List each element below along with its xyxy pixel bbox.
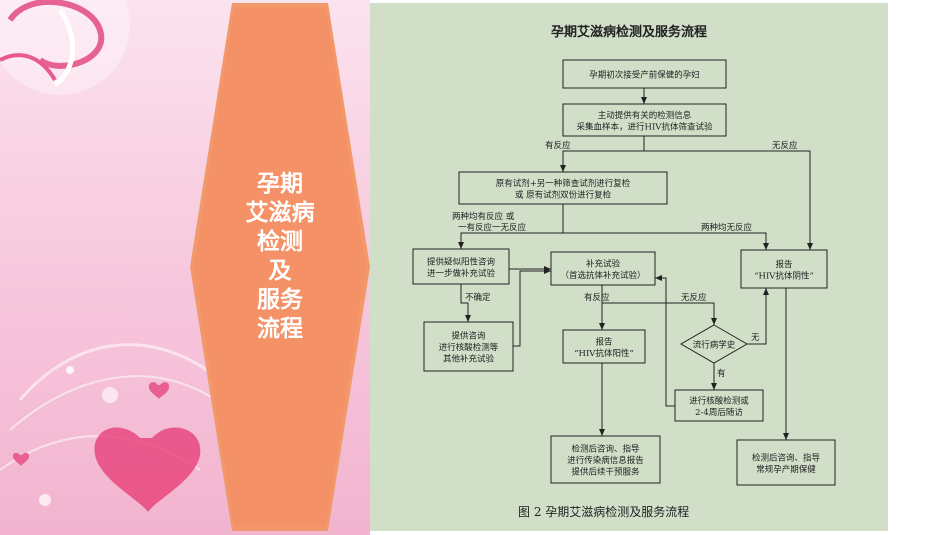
- edge-label-reactive: 有反应: [545, 140, 571, 151]
- diagram-caption: 图 2 孕期艾滋病检测及服务流程: [518, 504, 689, 519]
- node-text-line: 采集血样本，进行HIV抗体筛查试验: [577, 121, 713, 132]
- process-box: [412, 248, 510, 285]
- node-text-line: 其他补充试验: [443, 354, 495, 365]
- edge-label-both-or-one-line2: 一有反应一无反应: [458, 222, 527, 233]
- node-history: 流行病学史: [679, 324, 749, 364]
- flow-arrow: [655, 275, 675, 407]
- node-text-line: 进行核酸检测或: [689, 395, 749, 406]
- node-text-line: 报告: [775, 259, 792, 270]
- flow-arrow: [460, 284, 471, 322]
- slide-title: 孕期 艾滋病 检测 及 服务 流程: [218, 170, 342, 344]
- node-text-line: 主动提供有关的检测信息: [598, 110, 692, 121]
- ribbon-logo-icon: [7, 0, 105, 69]
- flowchart-diagram: 孕期艾滋病检测及服务流程 孕期初次接受产前保健的孕妇主动提供有关的检测信息采集血…: [412, 24, 836, 519]
- slide-title-line: 检测: [257, 229, 303, 255]
- node-text-line: 常规孕产期保健: [756, 464, 816, 475]
- process-box: [562, 329, 646, 364]
- edge-label-nonreactive: 无反应: [772, 140, 798, 151]
- node-text-line: （首选抗体补充试验）: [560, 270, 645, 281]
- flow-arrow: [560, 136, 645, 172]
- node-text-line: “HIV抗体阳性”: [574, 348, 634, 359]
- pink-decoration: [0, 0, 241, 512]
- heart-icon: [94, 427, 201, 512]
- edge-label-uncertain: 不确定: [465, 292, 491, 303]
- process-box: [550, 251, 656, 286]
- edge-label-both-none: 两种均无反应: [701, 222, 753, 233]
- node-report-neg: 报告“HIV抗体阴性”: [740, 249, 828, 289]
- edge-label-supp-reactive: 有反应: [584, 292, 610, 303]
- node-supplement: 补充试验（首选抗体补充试验）: [550, 251, 656, 286]
- node-text-line: “HIV抗体阴性”: [754, 270, 814, 281]
- flow-arrow: [644, 150, 813, 250]
- process-box: [423, 321, 514, 372]
- flow-arrow: [458, 204, 564, 249]
- node-text-line: 进行传染病信息报告: [567, 455, 644, 466]
- node-text-line: 检测后咨询、指导: [571, 444, 640, 455]
- node-text-line: 提供咨询: [451, 331, 485, 342]
- flow-arrow: [563, 232, 769, 250]
- slide-title-line: 流程: [257, 316, 303, 342]
- left-decorative-panel: 孕期 艾滋病 检测 及 服务 流程: [0, 0, 370, 535]
- process-box: [458, 171, 668, 205]
- node-text-line: 原有试剂+另一种筛查试剂进行复检: [496, 178, 631, 189]
- title-hexagon: [190, 3, 370, 531]
- node-text-line: 孕期初次接受产前保健的孕妇: [589, 70, 700, 81]
- node-start: 孕期初次接受产前保健的孕妇: [562, 59, 727, 89]
- node-text-line: 提供后续干预服务: [571, 467, 640, 478]
- edge-label-hist-yes: 有: [717, 368, 726, 379]
- node-report-pos: 报告“HIV抗体阳性”: [562, 329, 646, 364]
- slide-title-line: 及: [268, 258, 292, 284]
- node-text-line: 2-4周后随访: [695, 407, 743, 418]
- process-box: [562, 103, 727, 137]
- node-text-line: 进一步做补充试验: [427, 268, 496, 279]
- node-text-line: 或 原有试剂双份进行复检: [515, 189, 612, 200]
- edge-label-supp-nonreactive: 无反应: [681, 292, 707, 303]
- process-box: [740, 249, 828, 289]
- slide-title-line: 艾滋病: [245, 200, 315, 226]
- node-text-line: 进行核酸检测等: [439, 342, 499, 353]
- process-box: [674, 389, 764, 422]
- slide-title-line: 服务: [257, 287, 303, 313]
- node-text-line: 补充试验: [586, 258, 621, 269]
- small-heart-icon: [148, 382, 170, 399]
- flow-arrow: [747, 288, 769, 345]
- node-text-line: 检测后咨询、指导: [752, 452, 821, 463]
- diagram-title: 孕期艾滋病检测及服务流程: [551, 24, 707, 40]
- flow-arrow: [513, 268, 551, 347]
- process-box: [562, 59, 727, 89]
- slide-title-line: 孕期: [257, 171, 303, 197]
- node-text-line: 提供疑似阳性咨询: [427, 256, 495, 267]
- flow-arrow: [602, 302, 717, 325]
- node-text-line: 报告: [595, 336, 612, 347]
- flowchart-image: 孕期艾滋病检测及服务流程 孕期初次接受产前保健的孕妇主动提供有关的检测信息采集血…: [370, 3, 888, 531]
- edge-label-hist-no: 无: [751, 333, 760, 343]
- process-box: [550, 435, 661, 484]
- process-box: [736, 439, 836, 486]
- node-text-line: 流行病学史: [693, 340, 736, 351]
- edge-label-both-or-one-line1: 两种均有反应 或: [452, 211, 515, 222]
